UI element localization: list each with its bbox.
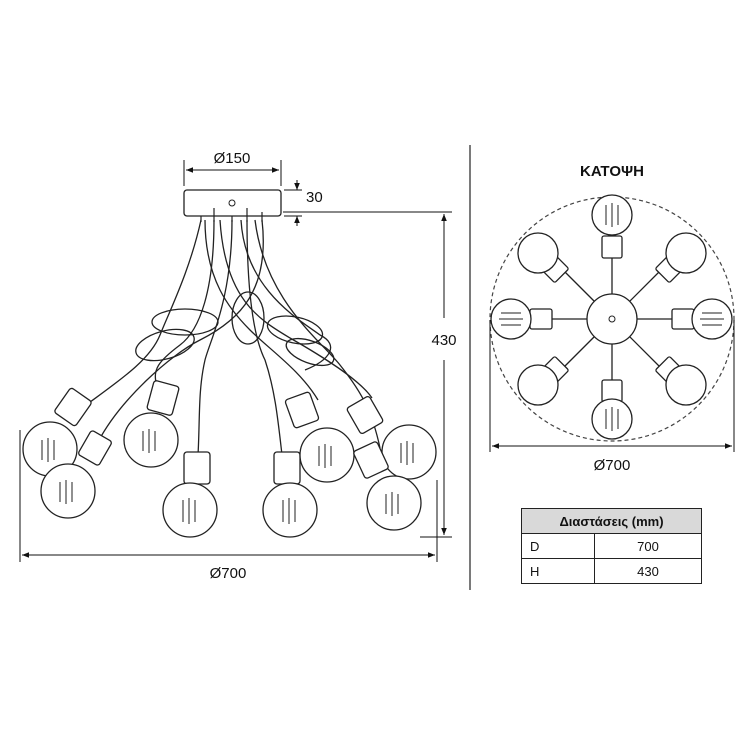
dim-plan-diameter	[489, 320, 735, 452]
table-key: H	[521, 558, 595, 584]
plan-bulbs	[490, 194, 733, 440]
canopy-screw	[228, 199, 236, 207]
bulb-5	[262, 451, 318, 538]
plan-view: ΚΑΤΟΨΗ	[489, 163, 735, 474]
canopy-height-label: 30	[306, 189, 323, 206]
total-height-label: 430	[431, 332, 456, 349]
bulb-2	[40, 430, 112, 519]
plan-filaments	[499, 203, 724, 431]
bulb-6	[284, 391, 355, 483]
table-row: D 700	[521, 533, 702, 559]
plan-diameter-label: Ø700	[594, 457, 631, 474]
bulb-7	[346, 395, 437, 480]
plan-bulb-ne	[655, 232, 707, 283]
plan-title: ΚΑΤΟΨΗ	[580, 163, 644, 180]
bulb-4	[162, 451, 218, 538]
dim-canopy-diameter	[183, 160, 282, 186]
bulb-filaments	[41, 429, 414, 524]
table-row: H 430	[521, 558, 702, 584]
plan-bulb-sw	[517, 356, 569, 406]
front-view: Ø150 30 430 Ø700	[19, 150, 457, 582]
table-header-row: Διαστάσεις (mm)	[521, 508, 702, 534]
dimensions-table: Διαστάσεις (mm) D 700 H 430	[521, 508, 702, 584]
plan-hub-screw	[608, 315, 616, 323]
dim-front-diameter	[19, 430, 438, 562]
dim-total-height	[283, 211, 452, 538]
table-key: D	[521, 533, 595, 559]
bulb-8	[353, 441, 422, 531]
bulb-1	[22, 387, 92, 477]
table-header: Διαστάσεις (mm)	[521, 508, 702, 534]
dim-canopy-height	[284, 180, 302, 226]
front-diameter-label: Ø700	[210, 565, 247, 582]
table-value: 700	[594, 533, 702, 559]
lamp-arms	[85, 219, 381, 456]
bulb-3	[123, 380, 180, 468]
plan-bulb-nw	[517, 232, 569, 283]
plan-bulb-se	[655, 356, 707, 406]
canopy-stems	[200, 208, 263, 222]
table-value: 430	[594, 558, 702, 584]
canopy-diameter-label: Ø150	[214, 150, 251, 167]
bulbs	[22, 380, 437, 538]
